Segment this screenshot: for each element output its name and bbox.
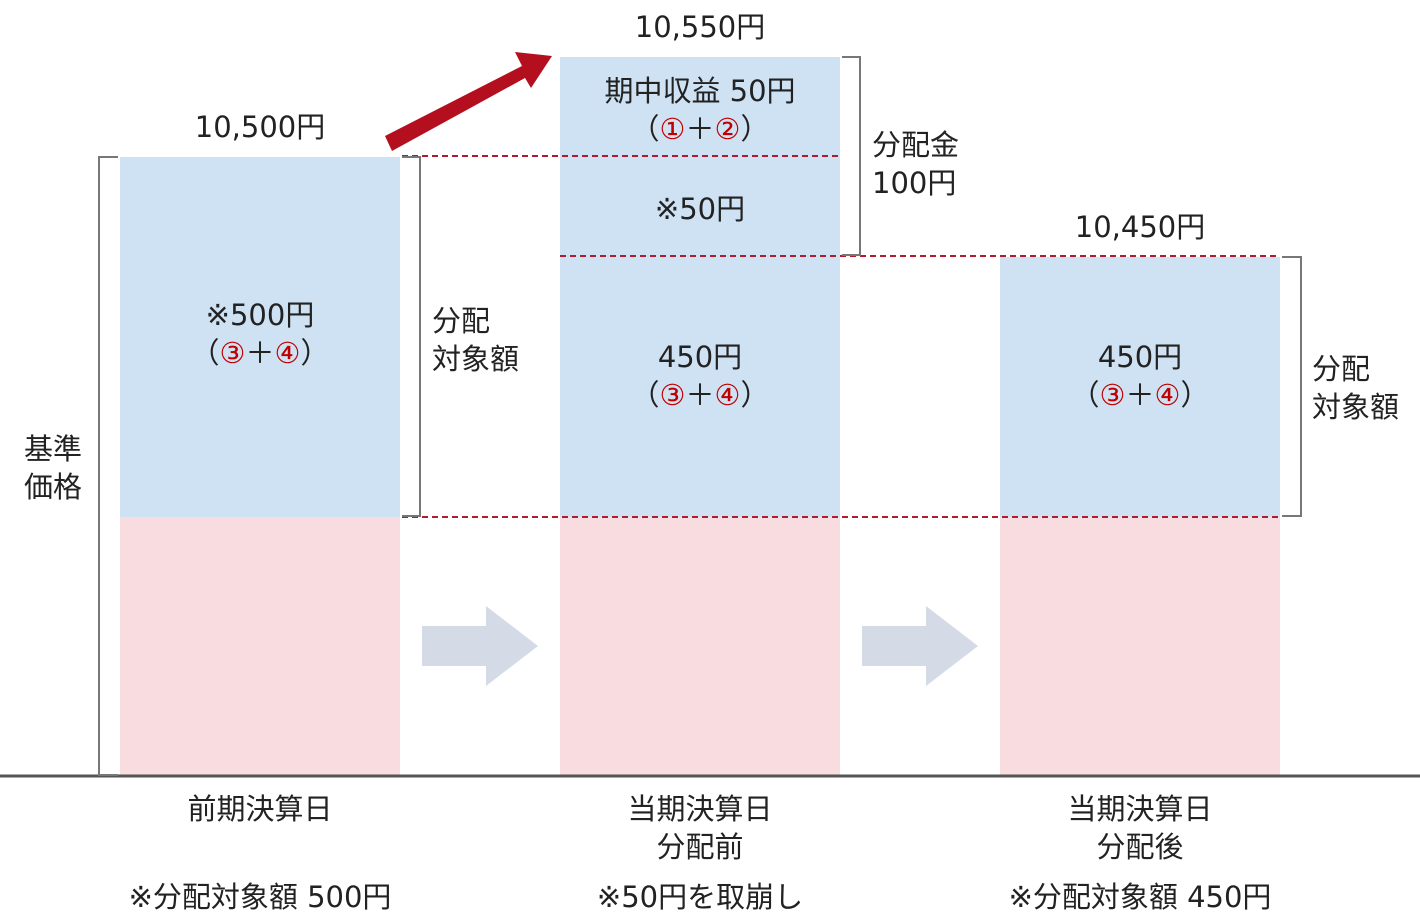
col3-amount-label: 450円 （③＋④）: [1000, 338, 1280, 414]
col2-footer: 当期決算日 分配前: [550, 790, 850, 866]
col2-reserve-block: [560, 156, 840, 256]
col3-footer-note: ※分配対象額 450円: [1008, 880, 1272, 914]
price-rise-arrow-icon: [385, 52, 552, 151]
paren-close: ）: [300, 336, 330, 370]
col1-footer-date: 前期決算日: [187, 792, 333, 826]
col3-distributable-bracket: [1282, 256, 1302, 517]
col2-amount: 450円: [657, 340, 743, 374]
col3-top-price: 10,450円: [1074, 210, 1206, 244]
circled-3-icon: ③: [659, 378, 686, 412]
base-price-label: 基準 価格: [24, 430, 82, 506]
col1-side-label-line2: 対象額: [432, 342, 520, 376]
col2-amount-label: 450円 （③＋④）: [560, 338, 840, 414]
col2-income-label: 期中収益 50円 （①＋②）: [560, 72, 840, 148]
col1-source-formula: （③＋④）: [120, 334, 400, 372]
transition-arrow-icon: [862, 606, 978, 686]
col1-principal-block: [120, 517, 400, 776]
plus-sign: ＋: [685, 378, 715, 412]
circled-2-icon: ②: [714, 112, 741, 146]
circled-1-icon: ①: [659, 112, 686, 146]
col3-side-label-line2: 対象額: [1312, 390, 1400, 424]
base-price-bracket: [98, 156, 118, 776]
col3-amount: 450円: [1097, 340, 1183, 374]
col2-dividend-label-line2: 100円: [872, 166, 957, 200]
col3-footer-status: 分配後: [1096, 830, 1184, 864]
paren-open: （: [630, 378, 660, 412]
circled-3-icon: ③: [1099, 378, 1126, 412]
paren-open: （: [1070, 378, 1100, 412]
col1-footer: 前期決算日: [110, 790, 410, 828]
paren-open: （: [190, 336, 220, 370]
paren-close: ）: [740, 378, 770, 412]
col3-footer-date: 当期決算日: [1067, 792, 1213, 826]
col1-distributable-block: [120, 157, 400, 517]
col2-principal-block: [560, 517, 840, 776]
col3-side-label: 分配 対象額: [1312, 350, 1399, 426]
paren-close: ）: [1180, 378, 1210, 412]
circled-4-icon: ④: [274, 336, 301, 370]
col2-source-formula: （③＋④）: [560, 376, 840, 414]
col3-side-label-line1: 分配: [1312, 352, 1371, 386]
base-price-label-line1: 基準: [24, 432, 83, 466]
col3-source-formula: （③＋④）: [1000, 376, 1280, 414]
circled-4-icon: ④: [714, 378, 741, 412]
col2-footer-date: 当期決算日: [627, 792, 773, 826]
paren-open: （: [630, 112, 660, 146]
col2-footer-note: ※50円を取崩し: [596, 880, 804, 914]
plus-sign: ＋: [685, 112, 715, 146]
col3-principal-block: [1000, 517, 1280, 776]
col2-income-amount: 期中収益 50円: [604, 74, 796, 108]
circled-4-icon: ④: [1154, 378, 1181, 412]
col2-income-formula: （①＋②）: [560, 110, 840, 148]
plus-sign: ＋: [1125, 378, 1155, 412]
col1-side-label-line1: 分配: [432, 304, 491, 338]
col1-top-price: 10,500円: [194, 110, 326, 144]
col2-reserve-amount: ※50円: [654, 192, 746, 226]
col1-amount-label: ※500円 （③＋④）: [120, 296, 400, 372]
transition-arrow-icon: [422, 606, 538, 686]
paren-close: ）: [740, 112, 770, 146]
col1-side-label: 分配 対象額: [432, 302, 519, 378]
col2-dividend-bracket: [842, 56, 861, 256]
col3-distributable-block: [1000, 257, 1280, 517]
col1-distributable-bracket: [402, 156, 421, 517]
col2-top-price: 10,550円: [634, 10, 766, 44]
col1-footer-note: ※分配対象額 500円: [128, 880, 392, 914]
col1-amount: ※500円: [205, 298, 315, 332]
col3-footer: 当期決算日 分配後: [990, 790, 1290, 866]
col2-distributable-block: [560, 256, 840, 517]
col2-dividend-label-line1: 分配金: [872, 128, 960, 162]
base-price-label-line2: 価格: [24, 470, 83, 504]
circled-3-icon: ③: [219, 336, 246, 370]
plus-sign: ＋: [245, 336, 275, 370]
col2-income-block: [560, 57, 840, 156]
col2-footer-status: 分配前: [656, 830, 744, 864]
col2-dividend-label: 分配金 100円: [872, 126, 959, 202]
